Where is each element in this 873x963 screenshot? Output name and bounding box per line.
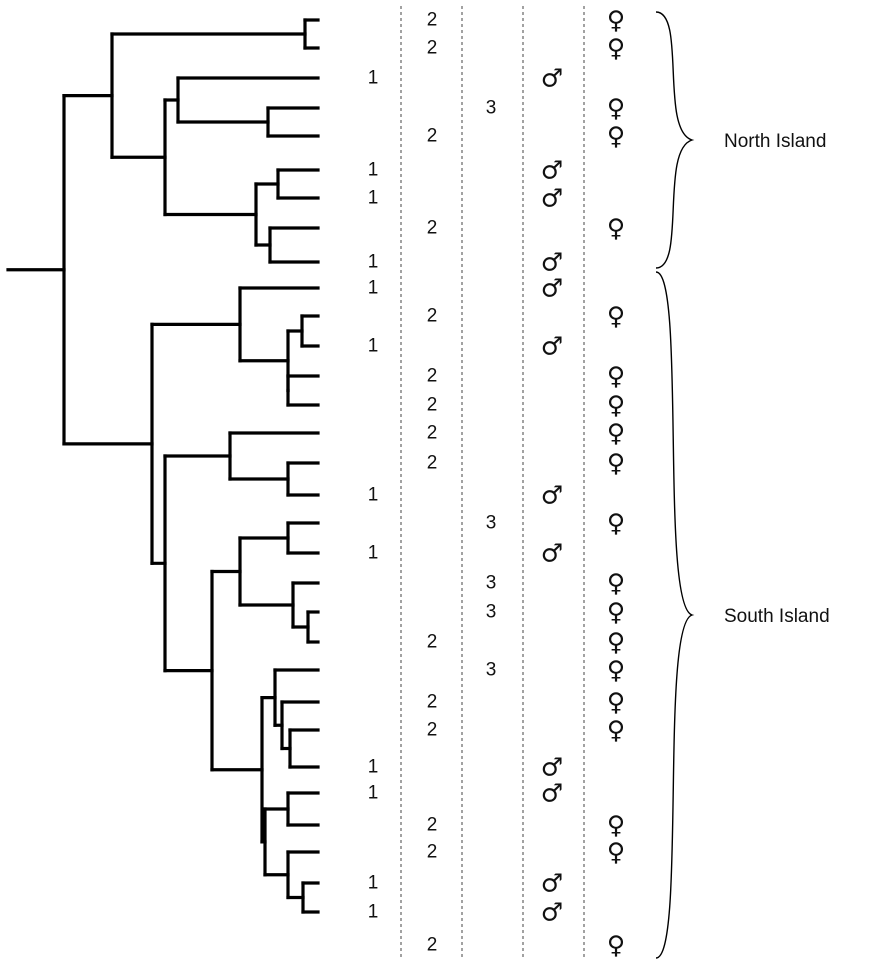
female-symbol: ♀ — [607, 419, 625, 448]
tip-label-col1: 1 — [368, 252, 379, 273]
tree-branches — [6, 18, 320, 914]
male-symbol: ♂ — [541, 898, 563, 927]
male-symbol: ♂ — [541, 539, 563, 568]
tip-label-col2: 2 — [427, 395, 438, 416]
female-symbol: ♀ — [607, 688, 625, 717]
south-island-label: South Island — [724, 606, 830, 627]
tip-label-col3: 3 — [486, 602, 497, 623]
tip-label-col2: 2 — [427, 720, 438, 741]
female-symbol: ♀ — [607, 811, 625, 840]
male-symbol: ♂ — [541, 481, 563, 510]
female-symbol: ♀ — [607, 94, 625, 123]
column-dividers — [400, 6, 585, 958]
male-symbol: ♂ — [541, 248, 563, 277]
tip-label-col1: 1 — [368, 160, 379, 181]
tip-label-col1: 1 — [368, 336, 379, 357]
tip-label-col2: 2 — [427, 366, 438, 387]
tip-label-col1: 1 — [368, 188, 379, 209]
tip-label-col3: 3 — [486, 660, 497, 681]
tip-label-col1: 1 — [368, 278, 379, 299]
male-symbol: ♂ — [541, 869, 563, 898]
male-symbol: ♂ — [541, 156, 563, 185]
tip-label-col1: 1 — [368, 902, 379, 923]
north-island-label: North Island — [724, 131, 826, 152]
tip-label-col2: 2 — [427, 423, 438, 444]
female-symbol: ♀ — [607, 362, 625, 391]
tip-label-col2: 2 — [427, 38, 438, 59]
male-symbol: ♂ — [541, 274, 563, 303]
tip-label-col2: 2 — [427, 935, 438, 956]
tip-label-col2: 2 — [427, 842, 438, 863]
female-symbol: ♀ — [607, 509, 625, 538]
male-symbol: ♂ — [541, 779, 563, 808]
female-symbol: ♀ — [607, 656, 625, 685]
female-symbol: ♀ — [607, 391, 625, 420]
male-symbol: ♂ — [541, 753, 563, 782]
male-symbol: ♂ — [541, 332, 563, 361]
tip-label-col2: 2 — [427, 218, 438, 239]
tip-label-col2: 2 — [427, 632, 438, 653]
female-symbol: ♀ — [607, 931, 625, 960]
tip-label-col2: 2 — [427, 815, 438, 836]
tip-label-col3: 3 — [486, 573, 497, 594]
tip-label-col1: 1 — [368, 757, 379, 778]
tip-label-col1: 1 — [368, 485, 379, 506]
male-symbol: ♂ — [541, 184, 563, 213]
north-island-brace — [655, 11, 695, 269]
tip-label-col1: 1 — [368, 873, 379, 894]
tip-label-col1: 1 — [368, 68, 379, 89]
tip-label-col2: 2 — [427, 692, 438, 713]
tip-label-col2: 2 — [427, 10, 438, 31]
female-symbol: ♀ — [607, 6, 625, 35]
female-symbol: ♀ — [607, 716, 625, 745]
female-symbol: ♀ — [607, 598, 625, 627]
region-braces: North Island South Island — [655, 11, 830, 959]
south-island-brace — [655, 271, 695, 959]
tip-label-col2: 2 — [427, 126, 438, 147]
female-symbol: ♀ — [607, 214, 625, 243]
female-symbol: ♀ — [607, 838, 625, 867]
tip-label-col1: 1 — [368, 783, 379, 804]
tip-labels: 2 ♀ 2 ♀ 1 ♂ 3 ♀ 2 ♀ 1 ♂ 1 ♂ 2 ♀ 1 ♂ 1 ♂ 2 ♀ 1 ♂ 2 ♀ 2 ♀ 2 ♀ 2 ♀ 1 ♂ 3 ♀ 1 ♂ 3 ♀… — [368, 6, 625, 960]
male-symbol: ♂ — [541, 64, 563, 93]
tip-label-col3: 3 — [486, 513, 497, 534]
female-symbol: ♀ — [607, 449, 625, 478]
tip-label-col2: 2 — [427, 453, 438, 474]
female-symbol: ♀ — [607, 569, 625, 598]
female-symbol: ♀ — [607, 34, 625, 63]
tip-label-col1: 1 — [368, 543, 379, 564]
tip-label-col3: 3 — [486, 98, 497, 119]
female-symbol: ♀ — [607, 628, 625, 657]
tip-label-col2: 2 — [427, 306, 438, 327]
female-symbol: ♀ — [607, 122, 625, 151]
female-symbol: ♀ — [607, 302, 625, 331]
